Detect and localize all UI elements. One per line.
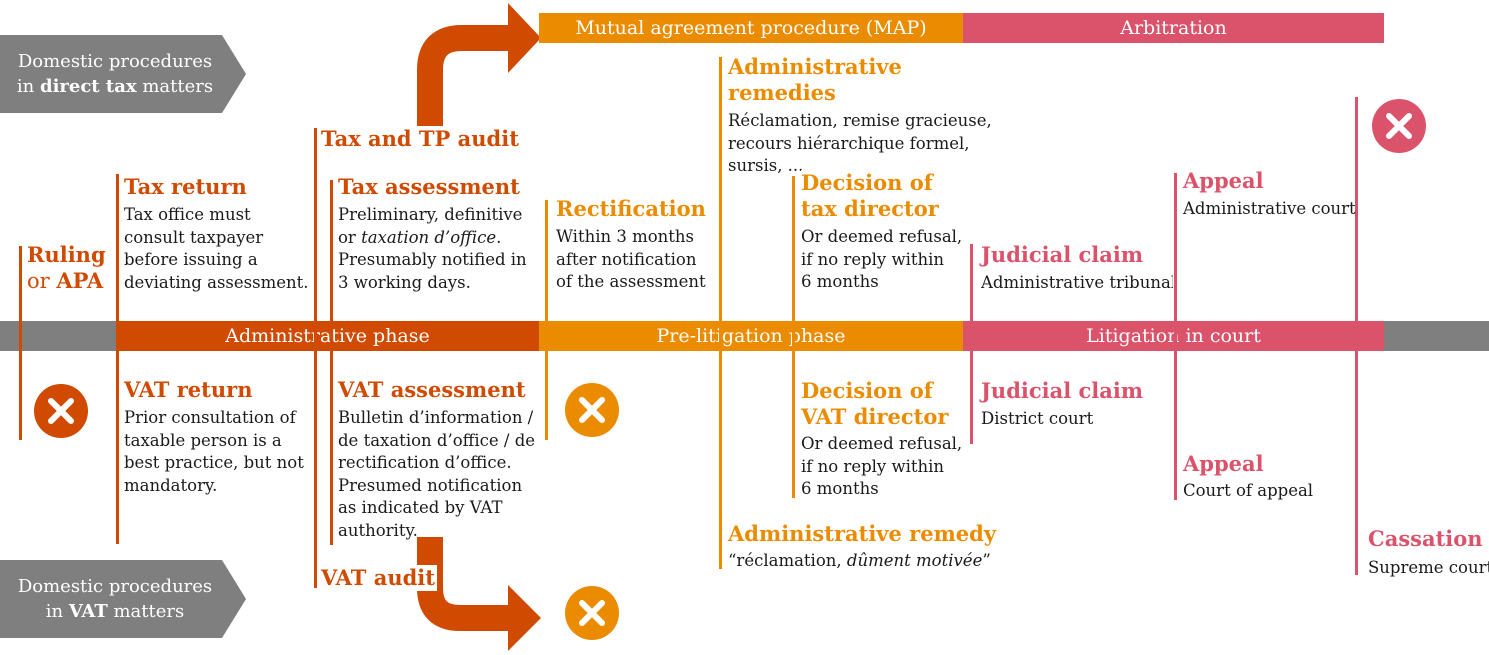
close-circle-icon xyxy=(565,586,619,640)
rectification-title: Rectification xyxy=(556,196,706,221)
chevron-line1: Domestic procedures xyxy=(17,576,213,597)
appeal-line xyxy=(1174,173,1177,500)
map-bar: Mutual agreement procedure (MAP) xyxy=(539,13,963,43)
director-line xyxy=(792,176,795,498)
return-line xyxy=(116,174,119,544)
chevron-line2-bold: direct tax xyxy=(39,76,137,97)
curved-arrow-icon xyxy=(417,25,512,150)
appeal-tax-title: Appeal xyxy=(1183,168,1264,193)
tax-tp-audit-title: Tax and TP audit xyxy=(321,126,523,152)
close-circle-icon xyxy=(1372,99,1426,153)
judicial-claim-tax-title: Judicial claim xyxy=(981,242,1144,267)
chevron-line2-pre: in xyxy=(16,76,40,97)
vat-assessment-title: VAT assessment xyxy=(338,377,526,402)
judicial-claim-tax-text: Administrative tribunal xyxy=(981,273,1173,292)
vat-audit-title: VAT audit xyxy=(321,565,437,591)
tax-assessment-text: Preliminary, definitive or taxation d’of… xyxy=(338,205,527,292)
curved-arrow-icon xyxy=(417,537,512,631)
judicial-claim-line xyxy=(970,244,973,444)
ruling-apa: APA xyxy=(56,268,104,293)
administrative-phase-bar: Administrative phase xyxy=(116,321,539,351)
admin-remedy-title: Administrative remedy xyxy=(728,521,997,546)
appeal-vat-text: Court of appeal xyxy=(1183,481,1314,500)
cassation-title: Cassation xyxy=(1368,526,1483,551)
pre-litigation-phase-bar: Pre-litigation phase xyxy=(539,321,963,351)
litigation-phase-bar: Litigation in court xyxy=(963,321,1384,351)
chevron-line2-pre: in xyxy=(45,601,69,622)
judicial-claim-vat-title: Judicial claim xyxy=(981,378,1144,403)
audit-line xyxy=(314,128,317,588)
ruling-line xyxy=(19,246,22,440)
chevron-line2-bold: VAT xyxy=(68,601,108,622)
vat-assessment-text: Bulletin d’information /de taxation d’of… xyxy=(338,408,536,540)
assessment-line xyxy=(330,180,333,545)
close-circle-icon xyxy=(34,384,88,438)
chevron-line1: Domestic procedures xyxy=(17,51,213,72)
ruling-line1: Ruling xyxy=(27,242,106,267)
close-circle-icon xyxy=(565,383,619,437)
arrow-head xyxy=(508,3,541,73)
chevron-line2-post: matters xyxy=(136,76,214,97)
tax-assessment-title: Tax assessment xyxy=(338,174,520,199)
cassation-line xyxy=(1355,97,1358,575)
vat-return-title: VAT return xyxy=(124,377,253,402)
arrow-head xyxy=(508,585,541,651)
admin-remedies-text: Réclamation, remise gracieuse,recours hi… xyxy=(728,111,992,175)
direct-tax-chevron: Domestic procedures in direct tax matter… xyxy=(0,35,246,113)
appeal-vat-title: Appeal xyxy=(1183,451,1264,476)
admin-remedy-text: “réclamation, dûment motivée” xyxy=(728,551,991,570)
chevron-line2-post: matters xyxy=(107,601,185,622)
arbitration-bar: Arbitration xyxy=(963,13,1384,43)
ruling-label: Ruling or APA xyxy=(27,242,106,294)
judicial-claim-vat-text: District court xyxy=(981,409,1094,428)
admin-remedy-line xyxy=(719,57,722,569)
tax-return-title: Tax return xyxy=(124,174,247,199)
vat-chevron: Domestic procedures in VAT matters xyxy=(0,560,246,638)
cassation-text: Supreme court xyxy=(1368,558,1489,577)
rectification-line xyxy=(545,200,548,440)
ruling-or: or xyxy=(27,269,57,293)
appeal-tax-text: Administrative court xyxy=(1183,199,1356,218)
